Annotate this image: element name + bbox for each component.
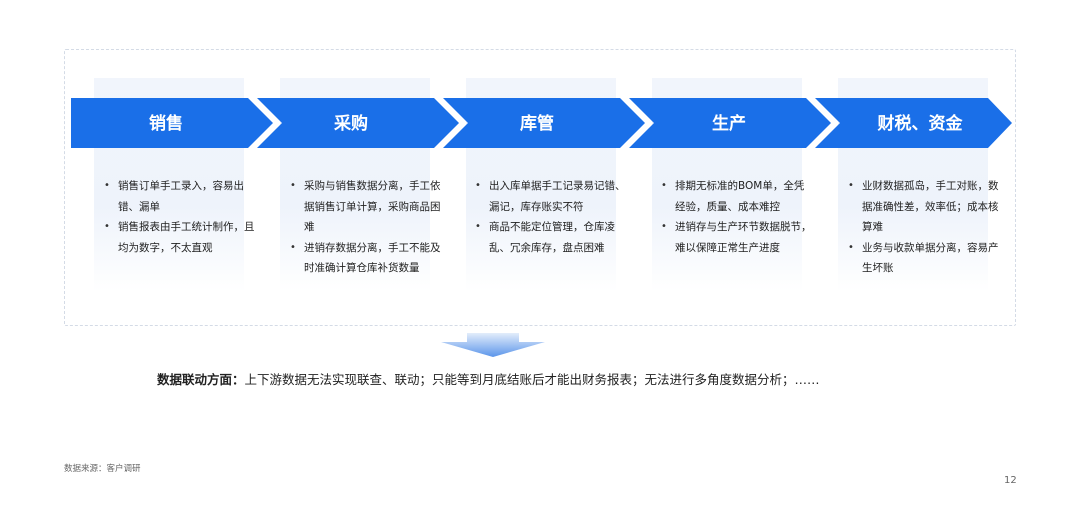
stage-points-list: 销售订单手工录入，容易出错、漏单 销售报表由手工统计制作，且均为数字，不太直观 [104, 176, 256, 258]
list-item: 业务与收款单据分离，容易产生坏账 [848, 238, 1000, 279]
summary-label: 数据联动方面： [157, 372, 245, 387]
list-item: 出入库单据手工记录易记错、漏记，库存账实不符 [475, 176, 627, 217]
page-number: 12 [1004, 475, 1017, 486]
down-arrow-icon [441, 333, 545, 357]
list-item: 排期无标准的BOM单，全凭经验，质量、成本难控 [661, 176, 813, 217]
stage-label: 销售 [149, 114, 183, 134]
summary-text: 上下游数据无法实现联查、联动；只能等到月底结账后才能出财务报表；无法进行多角度数… [244, 372, 820, 387]
stage-points-list: 业财数据孤岛，手工对账，数据准确性差，效率低；成本核算难 业务与收款单据分离，容… [848, 176, 1000, 279]
list-item: 销售订单手工录入，容易出错、漏单 [104, 176, 256, 217]
stage-points-list: 出入库单据手工记录易记错、漏记，库存账实不符 商品不能定位管理，仓库凌乱、冗余库… [475, 176, 627, 258]
data-source-note: 数据来源：客户调研 [64, 464, 141, 474]
list-item: 进销存与生产环节数据脱节，难以保障正常生产进度 [661, 217, 813, 258]
stage-label: 采购 [334, 114, 368, 134]
diagram-frame [64, 49, 1016, 326]
list-item: 采购与销售数据分离，手工依据销售订单计算，采购商品困难 [290, 176, 442, 238]
list-item: 商品不能定位管理，仓库凌乱、冗余库存，盘点困难 [475, 217, 627, 258]
summary-line: 数据联动方面：上下游数据无法实现联查、联动；只能等到月底结账后才能出财务报表；无… [157, 369, 820, 388]
stage-label: 财税、资金 [877, 114, 963, 134]
stage-label: 生产 [712, 114, 746, 134]
stage-points-list: 采购与销售数据分离，手工依据销售订单计算，采购商品困难 进销存数据分离，手工不能… [290, 176, 442, 279]
list-item: 业财数据孤岛，手工对账，数据准确性差，效率低；成本核算难 [848, 176, 1000, 238]
list-item: 进销存数据分离，手工不能及时准确计算仓库补货数量 [290, 238, 442, 279]
stage-label: 库管 [520, 114, 554, 134]
list-item: 销售报表由手工统计制作，且均为数字，不太直观 [104, 217, 256, 258]
stage-points-list: 排期无标准的BOM单，全凭经验，质量、成本难控 进销存与生产环节数据脱节，难以保… [661, 176, 813, 258]
